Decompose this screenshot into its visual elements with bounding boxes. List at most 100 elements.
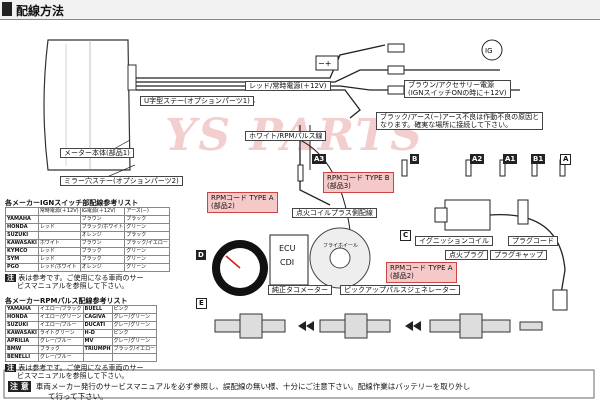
table-cell: SYM — [5, 255, 39, 265]
rpm-code-b: RPMコード TYPE B(部品3) — [323, 172, 394, 193]
table-cell: ピンク — [111, 305, 158, 315]
table-cell: レッド — [37, 255, 81, 265]
table-cell: H-D — [82, 329, 113, 339]
table-header-cell: IG電源(＋12V) — [79, 207, 126, 217]
tag-d: D — [196, 250, 206, 260]
table-cell: SUZUKI — [5, 231, 39, 241]
flywheel-label: フライホイール — [323, 243, 359, 249]
ign-coil-plus-label: 点火コイルプラス側配線 — [292, 208, 377, 219]
rpm-table-title: 各メーカーRPMパルス配線参考リスト — [5, 297, 128, 305]
cdi-label: CDI — [280, 258, 295, 267]
table-cell: ブラック — [79, 255, 126, 265]
table-cell: ブラウン — [79, 239, 126, 249]
table-cell: グリーン — [124, 223, 170, 233]
table-cell — [111, 353, 158, 363]
table-cell: YAMAHA — [5, 305, 39, 315]
table-cell: KAWASAKI — [5, 329, 39, 339]
table-cell: イエロー/ブラック — [37, 305, 84, 315]
table-cell: DUCATI — [82, 321, 113, 331]
table-cell: ブラック — [124, 231, 170, 241]
table-cell: グレー/グリーン — [111, 337, 158, 347]
table-cell — [82, 353, 113, 363]
battery-polarity: −+ — [318, 59, 331, 68]
table-header-row: 常時電源(＋12V) IG電源(＋12V) アース(−) — [5, 207, 170, 217]
power-brown-label: ブラウン/アクセサリー電源(IGNスイッチONの時に＋12V) — [404, 80, 511, 99]
ign-switch-label: IG — [485, 47, 493, 55]
table-cell — [37, 231, 81, 241]
table-cell: オレンジ — [79, 231, 126, 241]
tag-a1: A1 — [503, 154, 518, 164]
ign-table-title: 各メーカーIGNスイッチ部配線参考リスト — [5, 199, 139, 207]
ign-coil-label: イグニッションコイル — [415, 236, 493, 247]
table-header-cell — [5, 207, 39, 217]
table-cell: BUELL — [82, 305, 113, 315]
caution-mark: 注 意 — [8, 381, 31, 392]
table-cell: BENELLI — [5, 353, 39, 363]
table-cell: KYMCO — [5, 247, 39, 257]
table-cell: ブラック/イエロー — [111, 345, 158, 355]
table-header-cell: 常時電源(＋12V) — [37, 207, 81, 217]
table-cell: グレー/ブルー — [37, 337, 84, 347]
table-row: SUZUKI オレンジブラック — [5, 231, 170, 241]
table-cell: レッド — [37, 223, 81, 233]
table-cell — [37, 215, 81, 225]
table-cell: YAMAHA — [5, 215, 39, 225]
table-cell: BMW — [5, 345, 39, 355]
meter-body-label: メーター本体(部品1) — [60, 148, 134, 159]
section-title: 配線方法 — [16, 4, 65, 18]
mirror-stay-label: ミラー穴ステー(オプションパーツ2) — [60, 176, 183, 187]
table-cell: HONDA — [5, 223, 39, 233]
section-header: 配線方法 — [0, 0, 600, 20]
table-cell: SUZUKI — [5, 321, 39, 331]
caution-text-1: 車両メーカー発行のサービスマニュアルを必ず参照し、誤配線の無い様、十分にご注意下… — [35, 382, 471, 391]
table-cell: HONDA — [5, 313, 39, 323]
tag-b1: B1 — [531, 154, 546, 164]
table-cell: ホワイト — [37, 239, 81, 249]
spark-plug-label: 点火プラグ — [445, 250, 488, 261]
meter-body-shape — [43, 39, 131, 171]
rpm-code-a-right: RPMコード TYPE A(部品2) — [386, 262, 457, 283]
table-cell: レッド — [37, 247, 81, 257]
table-cell: グレー/グリーン — [111, 321, 158, 331]
note-mark: 注 — [5, 274, 16, 283]
ground-label: ブラック/アース(−)アース不良は作動不良の原因となります。確実な場所に接続して… — [376, 112, 544, 131]
table-cell: ブラック/ホワイト — [79, 223, 126, 233]
pickup-label: ピックアップパルスジェネレーター — [340, 285, 460, 296]
ign-table-block: 各メーカーIGNスイッチ部配線参考リスト 常時電源(＋12V) IG電源(＋12… — [5, 199, 170, 290]
tag-a: A — [560, 154, 572, 165]
table-cell: TRIUMPH — [82, 345, 113, 355]
table-cell: グリーン — [124, 255, 170, 265]
table-cell: ブラック — [37, 345, 84, 355]
power-red-label: レッド/常時電源(＋12V) — [245, 81, 331, 92]
caution-text-2: て行って下さい。 — [48, 392, 108, 401]
table-cell: グレー/グリーン — [111, 313, 158, 323]
header-marker — [2, 2, 12, 16]
table-cell: KAWASAKI — [5, 239, 39, 249]
tag-a2: A2 — [470, 154, 485, 164]
table-cell: MV — [82, 337, 113, 347]
tag-b: B — [410, 154, 420, 164]
table-cell: イエロー/グリーン — [37, 313, 84, 323]
table-cell: グリーン — [124, 263, 170, 273]
table-cell: オレンジ — [79, 263, 126, 273]
ign-table-note: 注 表は参考です。ご使用になる車両のサー ビスマニュアルを参照して下さい。 — [5, 274, 144, 291]
white-rpm-label: ホワイト/RPMパルス線 — [245, 131, 327, 142]
table-header-cell: アース(−) — [124, 207, 170, 217]
table-cell: APRILIA — [5, 337, 39, 347]
table-cell: ピンク — [111, 329, 158, 339]
table-cell: PGO — [5, 263, 39, 273]
ecu-label: ECU — [279, 244, 296, 253]
